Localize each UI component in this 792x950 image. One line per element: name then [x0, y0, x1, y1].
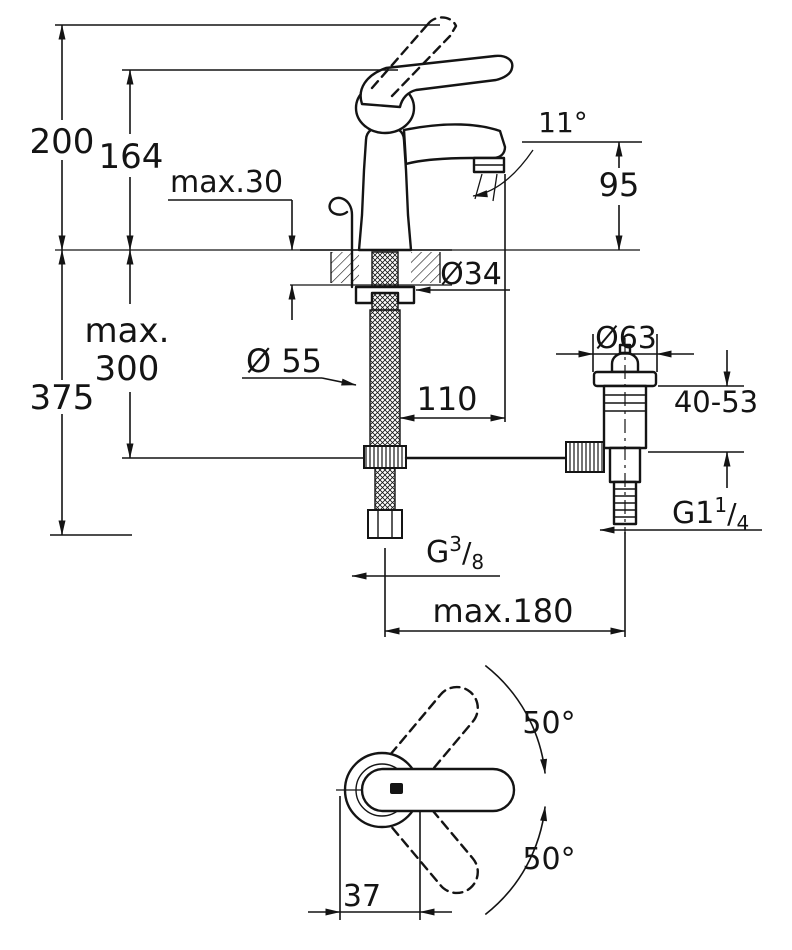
dim-37-label: 37	[343, 879, 381, 914]
dim-200-label: 200	[30, 122, 95, 162]
hose-fitting	[363, 445, 407, 469]
mounting-shank	[354, 251, 416, 311]
waste-plug	[610, 351, 640, 374]
dim-max180-label: max.180	[433, 592, 574, 630]
faucet-elevation-drawing	[55, 16, 658, 539]
hose-connector	[367, 509, 403, 539]
dim-max30-label: max.30	[170, 165, 283, 200]
angle-50-up-label: 50°	[522, 706, 575, 741]
handle-plan-view	[308, 664, 548, 920]
lever-top-view	[360, 767, 516, 813]
lever-logo-mark	[390, 783, 403, 794]
dim-110-label: 110	[416, 380, 477, 418]
dimension-lines-plan	[308, 796, 452, 920]
dim-95-label: 95	[599, 166, 640, 204]
spout	[402, 123, 507, 166]
dim-164-label: 164	[99, 137, 164, 177]
flexible-hoses	[363, 309, 407, 539]
dia-34-label: Ø34	[440, 257, 502, 292]
dim-375-label: 375	[30, 378, 95, 418]
dim-max300-label: 300	[95, 349, 160, 389]
lever-raised-outline	[370, 16, 458, 98]
waste-rod-coupling	[565, 441, 605, 473]
dia-63-label: Ø63	[595, 321, 657, 356]
stream-angle-arrow	[472, 149, 534, 198]
countertop-section	[55, 249, 640, 286]
angle-50-down-label: 50°	[522, 842, 575, 877]
dia-55-label: Ø 55	[246, 342, 322, 380]
faucet-body	[357, 124, 413, 252]
mounting-bracket	[354, 285, 416, 305]
waste-thread-label: G11/4	[672, 493, 749, 535]
hose-thread-label: G3/8	[426, 532, 484, 574]
pop-up-waste-assembly	[565, 338, 658, 534]
lever-handle	[359, 54, 514, 109]
dim-40-53-label: 40-53	[674, 385, 758, 419]
stream-lines	[472, 149, 534, 202]
spout-angle-label: 11°	[538, 106, 588, 139]
dimension-lines-elevation	[50, 24, 762, 637]
rotation-arc-up	[484, 664, 548, 774]
dim-max-word-label: max.	[85, 311, 170, 351]
rotation-arc-down	[484, 806, 548, 916]
pull-rod	[328, 196, 354, 289]
